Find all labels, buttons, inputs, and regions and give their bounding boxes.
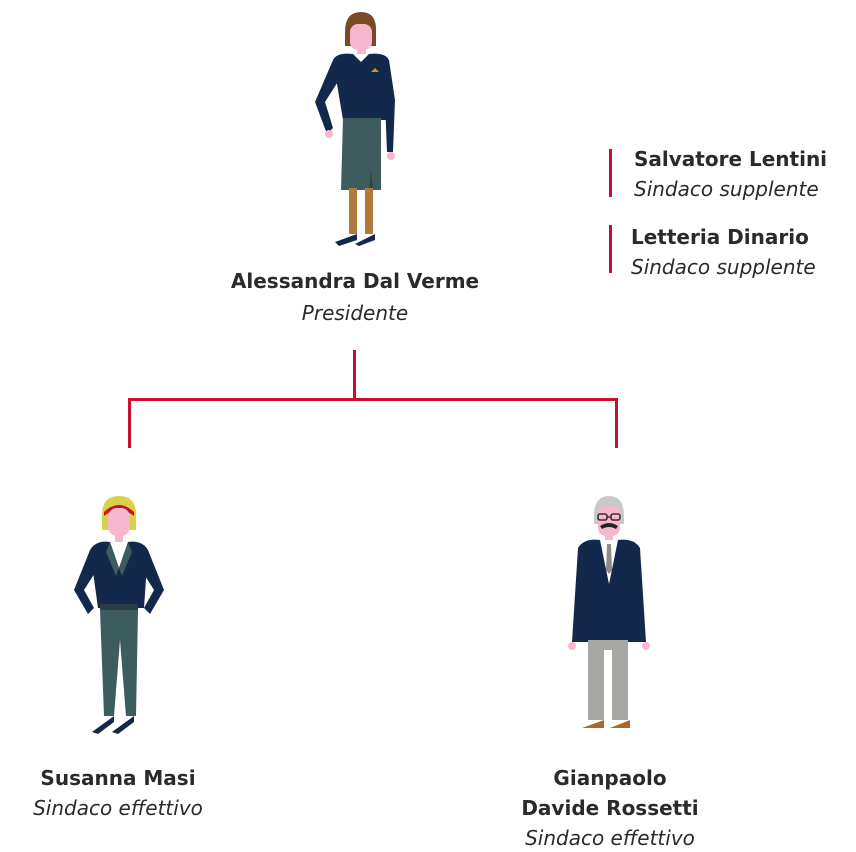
member-role: Sindaco effettivo <box>525 826 695 850</box>
member-name-line1: Gianpaolo <box>553 766 667 790</box>
deputy-role: Sindaco supplente <box>631 255 816 279</box>
deputy-name: Salvatore Lentini <box>634 147 828 171</box>
connector-right-drop <box>615 398 618 448</box>
woman-figure-icon <box>74 496 164 734</box>
president-card: Alessandra Dal Verme Presidente <box>190 267 520 327</box>
member-figure-left <box>68 490 168 735</box>
member-card-left: Susanna Masi Sindaco effettivo <box>0 764 236 822</box>
member-name-line2: Davide Rossetti <box>521 796 699 820</box>
president-name: Alessandra Dal Verme <box>230 269 480 293</box>
connector-left-drop <box>128 398 131 448</box>
deputy-role: Sindaco supplente <box>634 177 819 201</box>
president-role: Presidente <box>301 301 409 325</box>
man-figure-icon <box>568 496 650 728</box>
member-name: Susanna Masi <box>40 766 196 790</box>
deputy-accent-bar <box>609 225 612 273</box>
deputy-card: Letteria Dinario Sindaco supplente <box>609 223 856 281</box>
connector-horizontal <box>128 398 618 401</box>
member-figure-right <box>558 492 658 732</box>
member-card-right: Gianpaolo Davide Rossetti Sindaco effett… <box>470 764 750 852</box>
connector-vertical-top <box>353 350 356 400</box>
deputy-accent-bar <box>609 149 612 197</box>
president-figure <box>305 10 405 250</box>
deputy-card: Salvatore Lentini Sindaco supplente <box>609 145 856 203</box>
member-role: Sindaco effettivo <box>33 796 203 820</box>
deputy-name: Letteria Dinario <box>631 225 809 249</box>
woman-figure-icon <box>315 12 395 246</box>
